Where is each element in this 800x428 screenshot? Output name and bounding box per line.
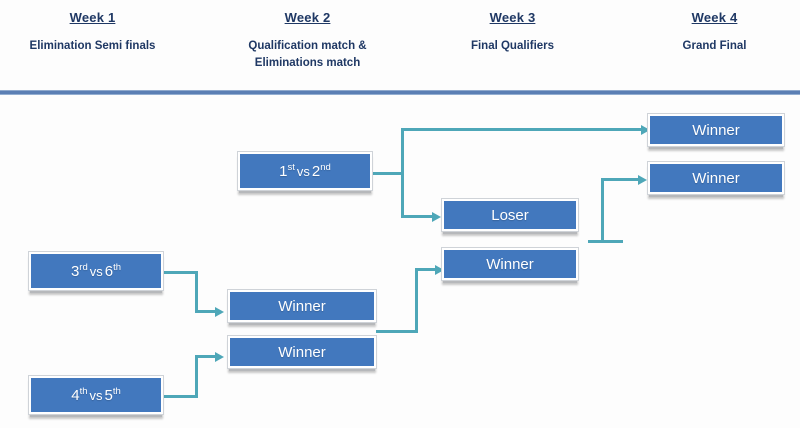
connector-4v5-rise xyxy=(195,355,198,398)
arrow-1v2-to-loser xyxy=(432,212,441,222)
header-column-week-4: Week 4 Grand Final xyxy=(622,10,800,55)
connector-w2-riser xyxy=(415,268,418,333)
seed-3v6-right: 6th xyxy=(104,261,122,280)
arrow-w2-to-w3-winner xyxy=(435,265,444,275)
connector-w3-merge xyxy=(588,240,623,243)
connector-1v2-to-final xyxy=(401,128,643,131)
seed-1v2-separator: vs xyxy=(296,163,310,179)
header-column-week-2: Week 2 Qualification match & Elimination… xyxy=(215,10,400,71)
week-1-title: Week 1 xyxy=(69,10,116,25)
connector-w3-enter xyxy=(601,178,640,181)
week-4-title: Week 4 xyxy=(691,10,738,25)
seed-1v2-right: 2nd xyxy=(311,161,331,180)
seed-3v6-separator: vs xyxy=(89,263,103,279)
week-1-subtitle: Elimination Semi finals xyxy=(29,40,156,52)
seed-4v5-left: 4th xyxy=(71,385,88,404)
node-week2-winner-top[interactable]: Winner xyxy=(227,289,377,323)
seed-1v2-left: 1st xyxy=(279,161,295,180)
node-seed-1-vs-2[interactable]: 1st vs 2nd xyxy=(237,151,373,191)
connector-4v5-stub xyxy=(163,395,198,398)
week-3-title: Week 3 xyxy=(489,10,536,25)
connector-3v6-enter xyxy=(195,310,217,313)
seed-4v5-separator: vs xyxy=(89,387,103,403)
node-week4-winner-top[interactable]: Winner xyxy=(647,113,785,147)
connector-w2-merge xyxy=(376,330,418,333)
connector-4v5-enter xyxy=(195,355,217,358)
node-week3-winner[interactable]: Winner xyxy=(441,247,579,281)
node-week3-loser[interactable]: Loser xyxy=(441,198,579,232)
connector-w3-riser xyxy=(601,178,604,243)
week-2-subtitle: Qualification match & Eliminations match xyxy=(248,40,367,69)
seed-4v5-right: 5th xyxy=(104,385,121,404)
header-column-week-3: Week 3 Final Qualifiers xyxy=(420,10,605,55)
week-3-subtitle: Final Qualifiers xyxy=(470,40,555,52)
week-4-subtitle: Grand Final xyxy=(682,40,747,52)
connector-1v2-to-loser xyxy=(401,215,434,218)
header-column-week-1: Week 1 Elimination Semi finals xyxy=(0,10,185,55)
connector-3v6-stub xyxy=(163,271,198,274)
arrow-3v6-to-winner xyxy=(215,307,224,317)
node-week2-winner-bottom[interactable]: Winner xyxy=(227,335,377,369)
connector-1v2-riser xyxy=(401,128,404,218)
connector-3v6-drop xyxy=(195,271,198,313)
arrow-4v5-to-winner xyxy=(215,352,224,362)
connector-w2-enter xyxy=(415,268,437,271)
header-divider xyxy=(0,90,800,95)
week-2-title: Week 2 xyxy=(284,10,331,25)
seed-3v6-left: 3rd xyxy=(70,261,88,280)
node-seed-3-vs-6[interactable]: 3rd vs 6th xyxy=(28,251,164,291)
node-week4-winner-bottom[interactable]: Winner xyxy=(647,161,785,195)
connector-1v2-stub xyxy=(372,172,404,175)
node-seed-4-vs-5[interactable]: 4th vs 5th xyxy=(28,375,164,415)
arrow-1v2-to-final xyxy=(641,125,650,135)
arrow-w3-to-w4-winner xyxy=(638,175,647,185)
